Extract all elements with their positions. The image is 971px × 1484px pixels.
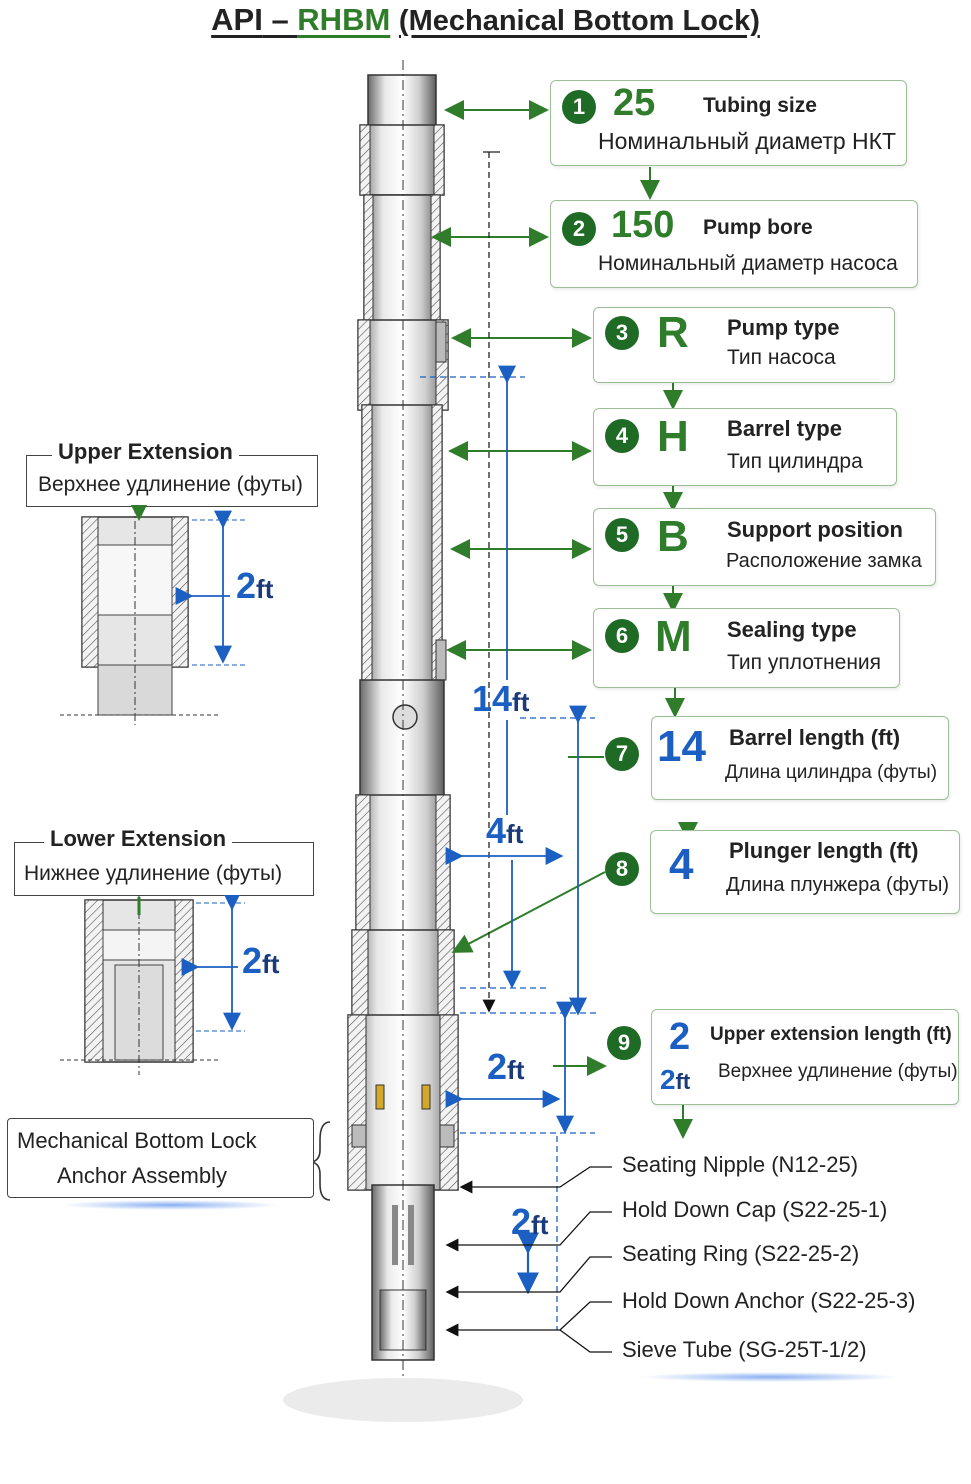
designation-box-8 <box>650 830 960 914</box>
designation-ru-7: Длина цилиндра (футы) <box>725 762 938 783</box>
designation-code-7: 14 <box>657 722 706 771</box>
designation-en-9: Upper extension length (ft) <box>710 1024 952 1045</box>
designation-box-9 <box>651 1009 959 1105</box>
upper-ext-length-dim: 2ft <box>487 1046 525 1087</box>
title-api: API <box>211 2 263 37</box>
designation-number-2: 2 <box>562 212 596 246</box>
designation-number-6: 6 <box>605 619 639 653</box>
part-label-seating-ring: Seating Ring (S22-25-2) <box>622 1241 860 1266</box>
designation-box-2 <box>550 200 918 288</box>
designation-code-9: 2 <box>669 1016 691 1058</box>
designation-box-7 <box>651 716 949 800</box>
anchor-label-glow <box>60 1200 280 1210</box>
anchor-label-line2: Anchor Assembly <box>57 1163 227 1188</box>
designation-ru-3: Тип насоса <box>727 346 836 369</box>
designation-ru-8: Длина плунжера (футы) <box>726 874 950 896</box>
designation-en-6: Sealing type <box>727 617 857 642</box>
designation-ru-1: Номинальный диаметр НКТ <box>598 128 897 154</box>
designation-code-9-sub: 2ft <box>660 1064 691 1095</box>
plunger-length-dim: 4ft <box>486 810 524 851</box>
parts-glow <box>640 1372 900 1382</box>
designation-code-4: H <box>657 412 689 461</box>
designation-code-2: 150 <box>611 204 675 246</box>
designation-en-1: Tubing size <box>703 94 817 117</box>
part-label-sieve-tube: Sieve Tube (SG-25T-1/2) <box>622 1337 867 1362</box>
part-label-seating-nipple: Seating Nipple (N12-25) <box>622 1152 859 1177</box>
designation-code-3: R <box>657 308 689 357</box>
dimension-lines <box>420 151 600 1330</box>
title-dash: – <box>262 2 298 37</box>
lower-extension-ru: Нижнее удлинение (футы) <box>24 862 283 885</box>
designation-en-2: Pump bore <box>703 216 813 239</box>
lower-extension-dim: 2ft <box>242 940 280 981</box>
designation-number-3: 3 <box>605 316 639 350</box>
designation-en-3: Pump type <box>727 315 840 340</box>
designation-ru-6: Тип уплотнения <box>727 651 882 674</box>
designation-box-1 <box>550 80 907 166</box>
lower-length-dim: 2ft <box>511 1201 549 1242</box>
designation-number-4: 4 <box>605 419 639 453</box>
upper-extension-ru: Верхнее удлинение (футы) <box>38 473 303 496</box>
designation-box-3 <box>593 307 895 383</box>
designation-code-5: B <box>657 512 689 561</box>
lower-extension-title: Lower Extension <box>44 826 233 852</box>
pump-body <box>347 60 459 1380</box>
designation-en-8: Plunger length (ft) <box>729 838 919 863</box>
designation-number-7: 7 <box>605 737 639 771</box>
upper-extension-drawing <box>60 505 245 725</box>
title-code: RHBM <box>297 2 391 37</box>
designation-ru-4: Тип цилиндра <box>727 450 863 473</box>
designation-box-4 <box>593 408 897 486</box>
designation-box-5 <box>593 508 936 586</box>
designation-ru-9: Верхнее удлинение (футы) <box>718 1061 958 1082</box>
designation-ru-2: Номинальный диаметр насоса <box>598 252 898 275</box>
upper-extension-title: Upper Extension <box>52 439 239 465</box>
anchor-label-box <box>7 1118 314 1198</box>
designation-code-8: 4 <box>669 840 694 889</box>
designation-box-6 <box>593 608 900 688</box>
part-leaders <box>445 1166 612 1353</box>
part-label-hold-down-cap: Hold Down Cap (S22-25-1) <box>622 1197 888 1222</box>
designation-number-5: 5 <box>605 518 639 552</box>
designation-ru-5: Расположение замка <box>726 550 922 572</box>
upper-extension-dim: 2ft <box>236 565 274 606</box>
designation-en-4: Barrel type <box>727 416 842 441</box>
designation-code-6: M <box>655 612 692 661</box>
designation-number-1: 1 <box>562 90 596 124</box>
anchor-label-line1: Mechanical Bottom Lock <box>17 1128 257 1153</box>
part-label-hold-down-anchor: Hold Down Anchor (S22-25-3) <box>622 1288 916 1313</box>
barrel-length-dim: 14ft <box>472 678 530 719</box>
lower-extension-drawing <box>60 895 245 1075</box>
designation-number-8: 8 <box>605 852 639 886</box>
title-subtitle: (Mechanical Bottom Lock) <box>398 5 760 37</box>
designation-code-1: 25 <box>613 82 656 124</box>
designation-en-5: Support position <box>727 517 903 542</box>
page-title: API – RHBM (Mechanical Bottom Lock) <box>0 2 971 38</box>
designation-number-9: 9 <box>607 1026 641 1060</box>
designation-en-7: Barrel length (ft) <box>729 725 901 750</box>
